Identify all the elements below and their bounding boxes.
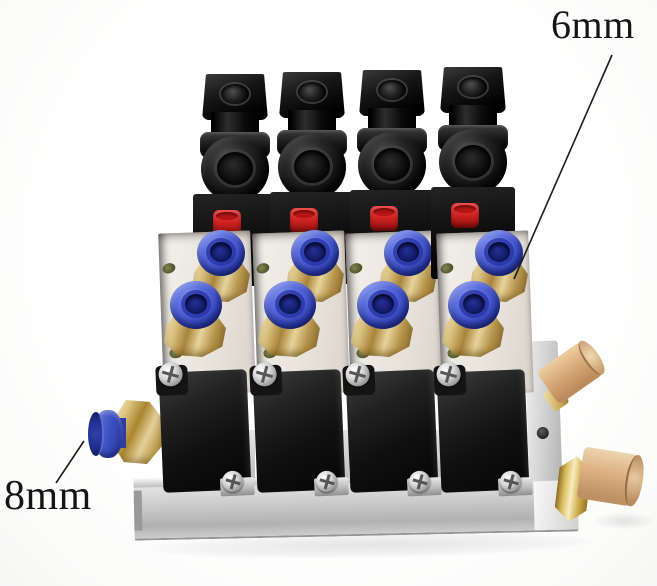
mounting-screw <box>345 361 371 387</box>
fitting-bore <box>372 294 394 314</box>
fitting-bore <box>304 242 326 262</box>
valve-lower-body <box>249 361 349 497</box>
paint-seal-speck <box>439 261 455 275</box>
screw-ear <box>155 361 189 397</box>
fitting-blue-collar <box>197 230 245 276</box>
cable-gland-bore <box>294 150 330 183</box>
manifold-rail-left-notch <box>133 490 143 531</box>
valve-lower-body <box>342 361 442 497</box>
cable-gland-barrel <box>358 132 426 198</box>
annotation-label-8mm: 8mm <box>4 473 92 519</box>
push-fitting-6mm-port-b <box>164 281 226 381</box>
annotation-label-6mm: 6mm <box>551 2 635 47</box>
end-plate-screw <box>536 426 549 440</box>
connector-screw-hole <box>298 82 326 102</box>
manifold-gap <box>343 430 349 478</box>
fitting-bore <box>185 294 207 314</box>
push-fitting-6mm-port-b <box>442 281 504 381</box>
inlet-push-fitting-8mm <box>88 398 168 468</box>
fitting-blue-collar <box>475 230 523 276</box>
manual-override-button <box>451 203 479 228</box>
paint-seal-speck <box>348 261 364 275</box>
fitting-blue-collar <box>357 281 409 329</box>
mounting-screw <box>252 361 278 387</box>
cable-gland-barrel <box>201 136 269 202</box>
fitting-bore <box>279 294 301 314</box>
fitting-blue-collar <box>384 230 432 276</box>
push-fitting-6mm-port-a <box>285 230 345 330</box>
cable-gland-barrel <box>439 129 507 195</box>
fitting-bore <box>88 412 104 456</box>
fitting-blue-collar <box>264 281 316 329</box>
cable-gland-bore <box>217 152 253 185</box>
connector-screw-hole <box>221 84 249 104</box>
fitting-bore <box>210 242 232 262</box>
valve-lower-body <box>433 361 533 497</box>
push-fitting-6mm-port-b <box>258 281 320 381</box>
screw-ear <box>249 361 283 397</box>
manifold-gap <box>249 430 255 478</box>
mounting-screw <box>158 361 184 387</box>
valve-lower-body <box>155 361 255 497</box>
cable-gland-bore <box>455 145 491 178</box>
connector-screw-hole <box>459 77 487 97</box>
fitting-blue-collar <box>448 281 500 329</box>
mounting-screw <box>436 361 462 387</box>
paint-seal-speck <box>161 261 177 275</box>
push-fitting-6mm-port-a <box>378 230 438 330</box>
screw-ear <box>342 361 376 397</box>
fitting-blue-collar <box>170 281 222 329</box>
connector-screw-hole <box>378 80 406 100</box>
fitting-bore <box>397 242 419 262</box>
cable-gland-barrel <box>278 134 346 200</box>
fitting-bore <box>488 242 510 262</box>
manual-override-button <box>290 208 318 233</box>
push-fitting-6mm-port-b <box>351 281 413 381</box>
screw-ear <box>433 361 467 397</box>
fitting-blue-collar <box>291 230 339 276</box>
muffler-shadow <box>592 512 656 530</box>
push-fitting-6mm-port-a <box>191 230 251 330</box>
exhaust-muffler-lower <box>576 446 646 508</box>
cable-gland-bore <box>374 148 410 181</box>
manual-override-button <box>370 206 398 231</box>
paint-seal-speck <box>255 261 271 275</box>
fitting-bore <box>463 294 485 314</box>
